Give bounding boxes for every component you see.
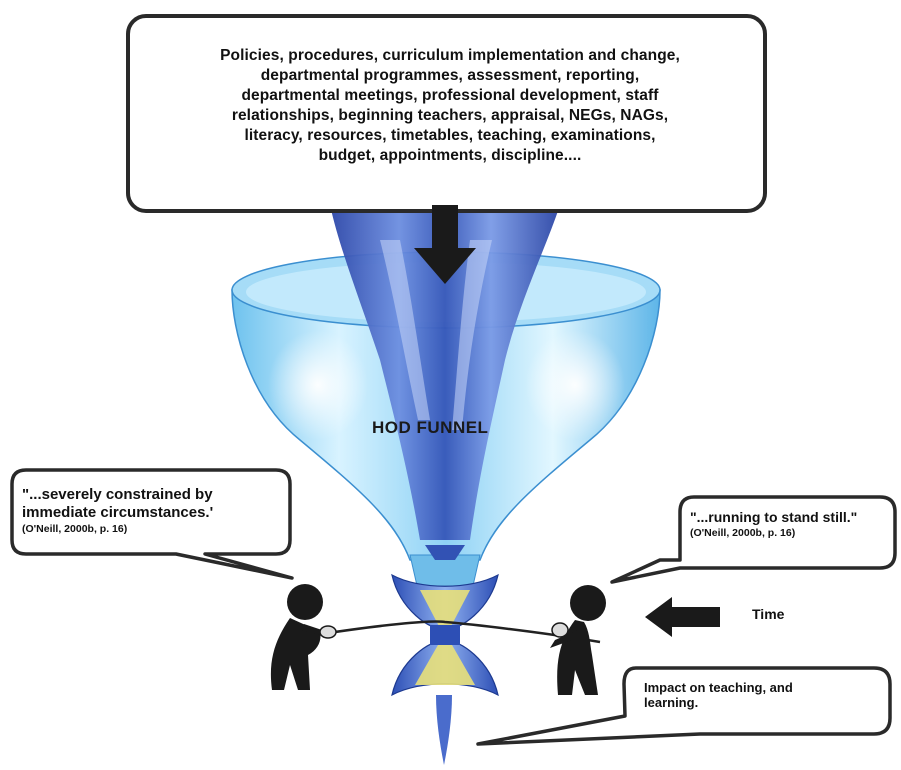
left-quote-citation: (O'Neill, 2000b, p. 16) xyxy=(22,522,272,536)
right-quote-text: "...running to stand still." xyxy=(690,509,890,526)
left-figure xyxy=(271,584,336,690)
left-quote-line2: immediate circumstances.' xyxy=(22,504,272,522)
topics-line: departmental meetings, professional deve… xyxy=(150,86,750,106)
funnel-label: HOD FUNNEL xyxy=(372,418,488,438)
right-figure xyxy=(550,585,606,695)
right-quote: "...running to stand still." (O'Neill, 2… xyxy=(690,509,890,540)
impact-line2: learning. xyxy=(644,695,854,710)
left-quote-line1: "...severely constrained by xyxy=(22,486,272,504)
topics-line: Policies, procedures, curriculum impleme… xyxy=(150,46,750,66)
topics-line: literacy, resources, timetables, teachin… xyxy=(150,126,750,146)
topics-line: departmental programmes, assessment, rep… xyxy=(150,66,750,86)
left-quote: "...severely constrained by immediate ci… xyxy=(22,486,272,536)
time-label: Time xyxy=(752,606,784,622)
impact-text: Impact on teaching, and learning. xyxy=(644,680,854,710)
topics-list-text: Policies, procedures, curriculum impleme… xyxy=(150,46,750,166)
right-quote-citation: (O'Neill, 2000b, p. 16) xyxy=(690,526,890,540)
output-drip xyxy=(436,695,452,765)
topics-line: budget, appointments, discipline.... xyxy=(150,146,750,166)
topics-line: relationships, beginning teachers, appra… xyxy=(150,106,750,126)
hourglass xyxy=(392,575,498,695)
time-arrow-icon xyxy=(645,597,720,637)
impact-line1: Impact on teaching, and xyxy=(644,680,854,695)
